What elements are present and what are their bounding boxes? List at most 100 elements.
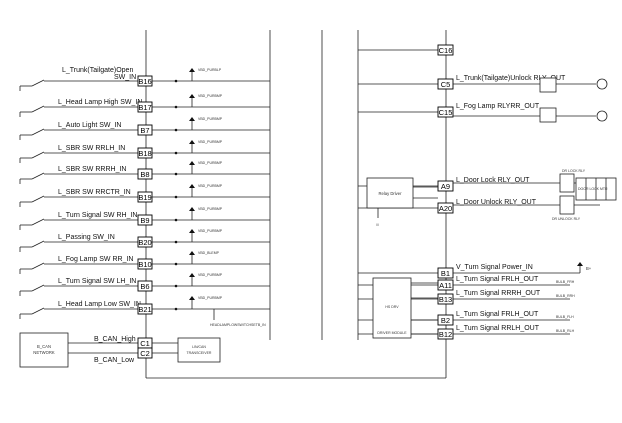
dr-lock-rly-tag: DR LOCK RLY: [562, 169, 586, 173]
lamp-tag: BULB_FRH: [556, 280, 575, 284]
pullup-tag: VBD_PURBMP: [198, 229, 223, 233]
can-transceiver-label-2: TRANSCEIVER: [187, 351, 212, 355]
pin-id: B21: [138, 305, 151, 314]
can-transceiver-label-1: LIN/CAN: [192, 345, 206, 349]
pin-id: B16: [138, 77, 151, 86]
pullup-arrow: [189, 184, 195, 188]
output-label: L_Turn Signal RRRH_OUT: [456, 290, 541, 297]
pullup-arrow: [189, 117, 195, 121]
output-label: L_Turn Signal FRLH_OUT: [456, 311, 539, 318]
left-note: HEADLAMPLOWSWITCHSETB_IN: [210, 323, 266, 327]
can-transceiver-box: LIN/CAN TRANSCEIVER: [152, 337, 221, 363]
pullup-arrow: [189, 94, 195, 98]
can-pin-c1-label: B_CAN_High: [94, 336, 136, 343]
pin-id: B2: [441, 316, 450, 325]
output-pin-c5: C5L_Trunk(Tailgate)Unlock RLY_OUT: [358, 75, 566, 90]
pullup-arrow: [189, 207, 195, 211]
relay-driver-box: Relay Driver ///: [366, 177, 438, 227]
junction-dot: [174, 262, 178, 266]
pullup-arrow: [189, 296, 195, 300]
switch-contact: [31, 105, 45, 113]
pullup-tag: VBD_PURBMP: [198, 296, 223, 300]
switch-contact: [31, 195, 45, 203]
fog-relay-coil: [539, 107, 557, 123]
output-label: L_Door Unlock RLY_OUT: [456, 199, 537, 206]
pullup-arrow: [189, 273, 195, 277]
lamp-tag: BULB_RLH: [556, 329, 575, 333]
can-network-box: B_CAN NETWORK: [19, 332, 138, 368]
pin-box: [437, 44, 454, 56]
input-label: L_SBR SW RRCTR_IN: [58, 189, 131, 196]
input-label: L_Turn Signal SW LH_IN: [58, 278, 136, 285]
hs-driver-label-1: HS DRV: [385, 305, 399, 309]
relay-driver-label: Relay Driver: [378, 191, 402, 196]
input-label: SW_IN: [114, 74, 136, 81]
pin-id: B12: [439, 330, 452, 339]
hs-driver-box: HS DRV DRIVER MODULE: [372, 277, 438, 339]
pin-id: C16: [439, 46, 453, 55]
input-label: L_Fog Lamp SW RR_IN: [58, 256, 133, 263]
battery-feed: B+: [453, 262, 592, 274]
pullup-arrow: [189, 251, 195, 255]
can-network-label-1: B_CAN: [37, 344, 51, 349]
pin-id: B8: [140, 170, 149, 179]
battery-mark: B+: [586, 266, 592, 271]
output-label: L_Turn Signal RRLH_OUT: [456, 325, 540, 332]
pullup-tag: VBD_PURBMP: [198, 207, 223, 211]
lamp-tag: BULB_FLH: [556, 315, 574, 319]
pin-id: B10: [138, 260, 151, 269]
switch-contact: [31, 172, 45, 180]
lamp-tag: BULB_RRH: [556, 294, 575, 298]
input-label: L_SBR SW RRRH_IN: [58, 166, 126, 173]
pullup-tag: VBD_PURBMP: [198, 184, 223, 188]
output-label: L_Trunk(Tailgate)Unlock RLY_OUT: [456, 75, 566, 82]
trunk-motor: [596, 78, 608, 90]
door-lock-mtr-tag: DOOR LOCK MTR: [578, 187, 608, 191]
output-label: L_Door Lock RLY_OUT: [456, 177, 530, 184]
fog-lamp: [596, 110, 608, 122]
hs-driver-label-2: DRIVER MODULE: [377, 331, 407, 335]
can-network-label-2: NETWORK: [33, 350, 55, 355]
junction-dot: [174, 151, 178, 155]
pin-box: [437, 180, 454, 192]
input-label: L_Passing SW_IN: [58, 234, 115, 241]
pullup-arrow: [189, 161, 195, 165]
junction-dot: [174, 128, 178, 132]
pullup-tag: VBD_PURBMP: [198, 117, 223, 121]
door-lock-relay-cluster: DR LOCK RLY DR UNLOCK RLY DOOR LOCK MTR: [453, 169, 617, 221]
output-loads: BULB_FRH BULB_RRH BULB_FLH BULB_RLH: [453, 77, 608, 335]
pin-id: A20: [439, 204, 452, 213]
pullup-arrow: [189, 229, 195, 233]
pin-id: A11: [439, 281, 452, 290]
pullup-tag: VBD_PURBMP: [198, 94, 223, 98]
input-label: L_Turn Signal SW RH_IN: [58, 212, 138, 219]
junction-dot: [174, 79, 178, 83]
switch-contact: [31, 284, 45, 292]
input-label: L_SBR SW RRLH_IN: [58, 145, 125, 152]
input-label: L_Head Lamp Low SW_IN: [58, 301, 141, 308]
pullup-tag: VBD_PURBLP: [198, 68, 222, 72]
junction-dot: [174, 218, 178, 222]
ground-mark: ///: [376, 223, 379, 227]
junction-dot: [174, 172, 178, 176]
switch-contact: [31, 240, 45, 248]
output-label: V_Turn Signal Power_IN: [456, 264, 533, 271]
junction-dot: [174, 240, 178, 244]
pin-box: [437, 106, 454, 118]
input-label: L_Head Lamp High SW_IN: [58, 99, 142, 106]
junction-dot: [174, 105, 178, 109]
